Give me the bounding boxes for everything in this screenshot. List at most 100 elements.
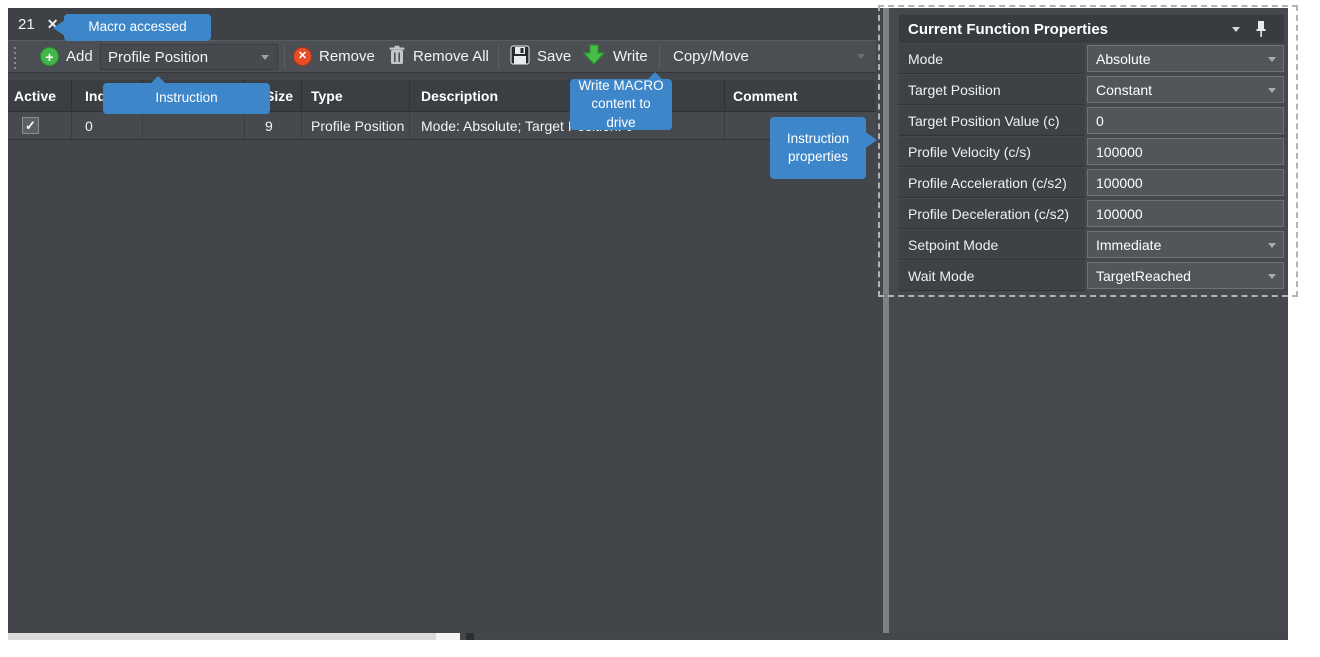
remove-x-icon: ✕: [293, 47, 312, 66]
property-label: Profile Deceleration (c/s2): [899, 199, 1085, 229]
remove-all-button[interactable]: Remove All: [388, 41, 489, 72]
callout-text: Instruction: [786, 130, 850, 146]
chevron-down-icon: [1268, 274, 1276, 279]
callout-text: content to drive: [591, 96, 651, 130]
tab-macro-21[interactable]: 21 ✕: [8, 8, 68, 40]
property-value: Immediate: [1096, 236, 1162, 253]
pin-icon[interactable]: [1254, 20, 1268, 42]
property-value: TargetReached: [1096, 267, 1191, 284]
column-header-size[interactable]: Size: [245, 80, 302, 111]
macro-toolbar: + Add Profile Position ✕ Remove Remov: [8, 40, 876, 73]
chevron-down-icon: [261, 55, 269, 60]
tab-close-icon[interactable]: ✕: [46, 15, 59, 32]
trash-icon: [388, 45, 406, 69]
instruction-grid-empty-area[interactable]: [8, 140, 876, 633]
toolbar-separator: [659, 45, 660, 69]
remove-button[interactable]: ✕ Remove: [293, 41, 375, 72]
toolbar-separator: [284, 45, 285, 69]
property-label: Target Position: [899, 75, 1085, 105]
property-value: 100000: [1096, 143, 1143, 160]
cell-type: Profile Position: [302, 112, 410, 139]
cell-hidden: [143, 112, 245, 139]
add-button[interactable]: + Add: [40, 41, 93, 72]
scrollbar-divider: [466, 633, 474, 640]
save-button[interactable]: Save: [510, 41, 571, 72]
add-button-label: Add: [66, 48, 93, 65]
property-value: Absolute: [1096, 50, 1151, 67]
mode-dropdown[interactable]: Absolute: [1087, 45, 1284, 72]
property-value: 0: [1096, 112, 1104, 129]
wait-mode-dropdown[interactable]: TargetReached: [1087, 262, 1284, 289]
property-value: 100000: [1096, 205, 1143, 222]
panel-menu-chevron-icon[interactable]: [1232, 27, 1240, 32]
cell-description: Mode: Absolute; Target Position: 0: [410, 112, 725, 139]
chevron-down-icon: [1268, 88, 1276, 93]
target-position-dropdown[interactable]: Constant: [1087, 76, 1284, 103]
profile-acceleration-input[interactable]: 100000: [1087, 169, 1284, 196]
property-value: 100000: [1096, 174, 1143, 191]
copy-move-button[interactable]: Copy/Move: [673, 41, 749, 72]
column-header-description[interactable]: Description: [410, 80, 725, 111]
toolbar-grip-handle[interactable]: [13, 47, 17, 69]
macro-accessed-callout: Macro accessed: [64, 14, 211, 41]
write-macro-callout-pointer: [647, 72, 663, 80]
horizontal-scrollbar[interactable]: [8, 633, 458, 640]
property-row-mode: Mode Absolute: [899, 44, 1284, 75]
bottom-strip: [8, 633, 1288, 640]
callout-text: properties: [787, 149, 849, 164]
macro-accessed-callout-pointer: [53, 20, 65, 36]
property-label: Wait Mode: [899, 261, 1085, 291]
property-row-target-position-value: Target Position Value (c) 0: [899, 106, 1284, 137]
active-checkbox[interactable]: ✓: [22, 117, 39, 134]
property-label: Profile Velocity (c/s): [899, 137, 1085, 167]
target-position-value-input[interactable]: 0: [1087, 107, 1284, 134]
instruction-callout: Instruction: [103, 83, 270, 114]
copy-move-button-label: Copy/Move: [673, 48, 749, 65]
remove-all-button-label: Remove All: [413, 48, 489, 65]
cell-size: 9: [245, 112, 302, 139]
instruction-properties-callout: Instruction properties: [770, 117, 866, 179]
setpoint-mode-dropdown[interactable]: Immediate: [1087, 231, 1284, 258]
panel-title: Current Function Properties: [908, 20, 1109, 38]
column-header-comment[interactable]: Comment: [733, 87, 798, 104]
check-icon: ✓: [25, 118, 36, 133]
property-row-setpoint-mode: Setpoint Mode Immediate: [899, 230, 1284, 261]
property-row-wait-mode: Wait Mode TargetReached: [899, 261, 1284, 292]
write-macro-callout: Write MACRO content to drive: [570, 78, 672, 130]
property-label: Setpoint Mode: [899, 230, 1085, 260]
profile-velocity-input[interactable]: 100000: [1087, 138, 1284, 165]
toolbar-separator: [498, 45, 499, 69]
current-function-properties-panel: Current Function Properties Mode Absolut…: [889, 8, 1288, 633]
toolbar-overflow-chevron-icon[interactable]: [857, 54, 865, 59]
property-label: Profile Acceleration (c/s2): [899, 168, 1085, 198]
add-plus-icon: +: [40, 47, 59, 66]
write-button-label: Write: [613, 48, 648, 65]
property-label: Target Position Value (c): [899, 106, 1085, 136]
instruction-row[interactable]: ✓ 0 9 Profile Position Mode: Absolute; T…: [8, 112, 876, 140]
property-label: Mode: [899, 44, 1085, 74]
instruction-properties-callout-pointer: [864, 131, 877, 149]
callout-text: Instruction: [155, 90, 218, 106]
instruction-type-combobox[interactable]: Profile Position: [100, 44, 278, 70]
property-row-profile-velocity: Profile Velocity (c/s) 100000: [899, 137, 1284, 168]
save-button-label: Save: [537, 48, 572, 65]
column-header-type[interactable]: Type: [302, 80, 410, 111]
write-button[interactable]: Write: [582, 41, 648, 72]
callout-text: Write MACRO: [578, 78, 664, 94]
cell-index: 0: [72, 112, 143, 139]
property-row-profile-acceleration: Profile Acceleration (c/s2) 100000: [899, 168, 1284, 199]
column-header-active[interactable]: Active: [8, 80, 72, 111]
property-value: Constant: [1096, 81, 1153, 98]
panel-splitter[interactable]: [883, 8, 889, 633]
instruction-combo-value: Profile Position: [108, 48, 209, 66]
profile-deceleration-input[interactable]: 100000: [1087, 200, 1284, 227]
instruction-callout-pointer: [150, 76, 166, 84]
panel-header[interactable]: Current Function Properties: [899, 15, 1284, 43]
save-floppy-icon: [510, 44, 530, 69]
chevron-down-icon: [1268, 57, 1276, 62]
callout-text: Macro accessed: [88, 19, 187, 35]
horizontal-scrollbar-thumb[interactable]: [436, 633, 460, 640]
remove-button-label: Remove: [319, 48, 375, 65]
write-download-arrow-icon: [582, 43, 606, 70]
tab-label: 21: [18, 15, 35, 33]
